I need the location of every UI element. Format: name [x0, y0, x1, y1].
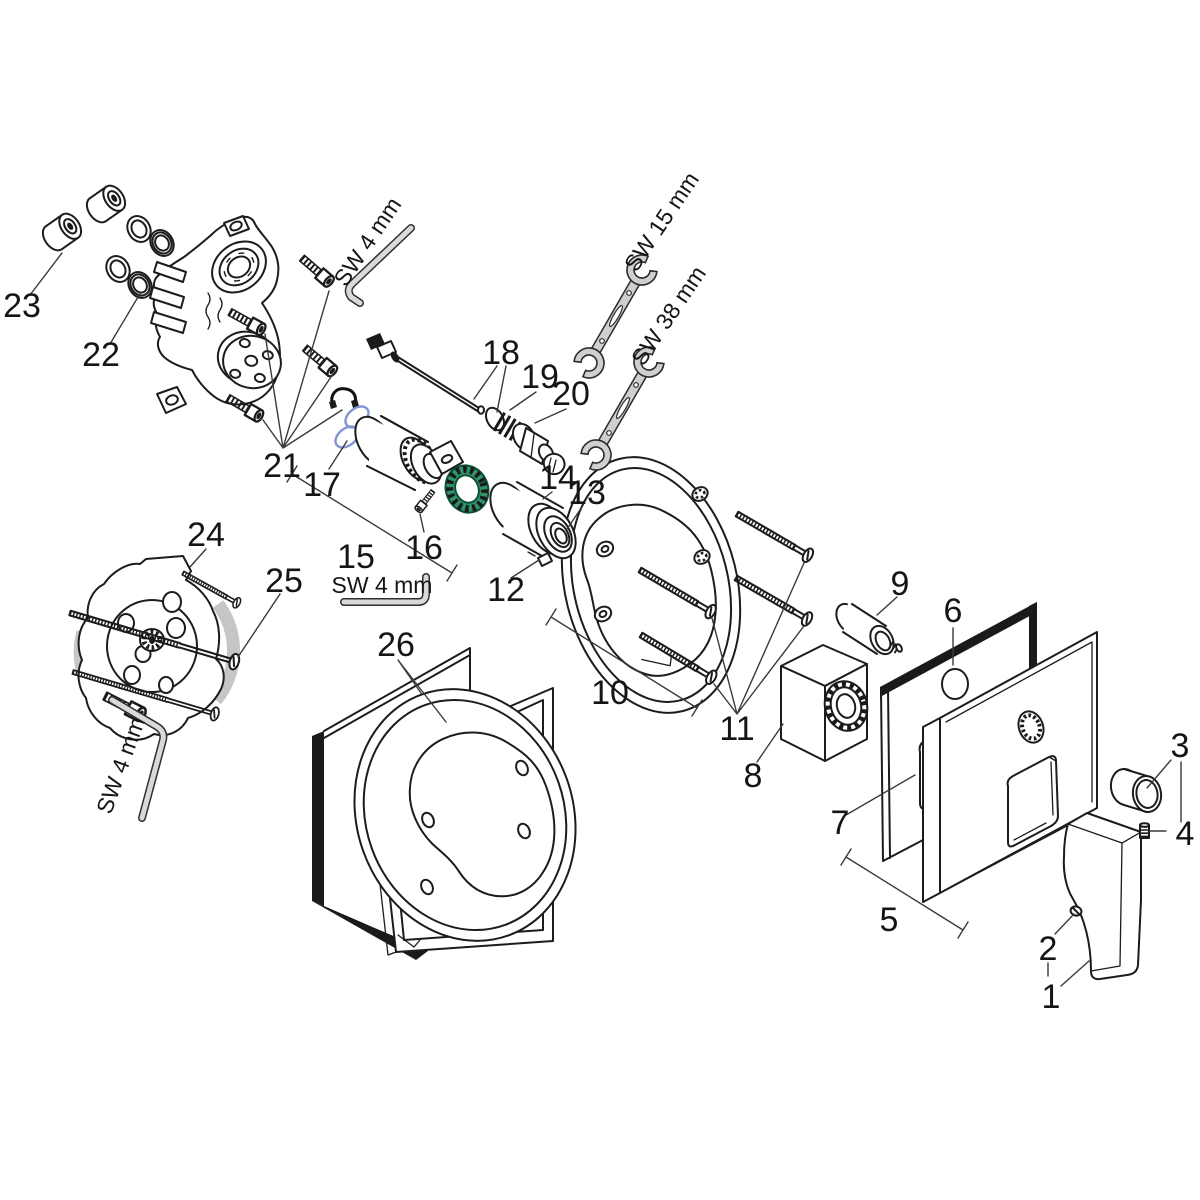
- part-12-13-sleeve: [489, 481, 577, 567]
- callout-17: 17: [303, 466, 341, 504]
- dimension-lines: [286, 465, 969, 939]
- callout-2: 2: [1039, 930, 1058, 968]
- part-8-adapter-box: [780, 644, 869, 762]
- callout-25: 25: [265, 562, 303, 600]
- callout-16: 16: [405, 529, 443, 567]
- green-knurled-ring: [444, 464, 490, 514]
- part-escutcheon-plate: [922, 631, 1098, 903]
- retaining-clip: [329, 387, 359, 409]
- part-16-screw: [414, 488, 436, 513]
- callout-23: 23: [3, 287, 41, 325]
- callout-26: 26: [377, 626, 415, 664]
- callout-10: 10: [591, 674, 629, 712]
- callout-15: 15: [337, 538, 375, 576]
- callout-12: 12: [487, 571, 525, 609]
- callout-20: 20: [552, 375, 590, 413]
- callout-4: 4: [1176, 815, 1195, 853]
- callout-5: 5: [880, 901, 899, 939]
- callout-24: 24: [187, 516, 225, 554]
- part-19-20-adapter: [484, 406, 566, 476]
- part-3-knob: [1109, 768, 1163, 813]
- part-15-cartridge: [354, 415, 464, 492]
- callout-3: 3: [1171, 727, 1190, 765]
- allen-key-middle: [340, 573, 430, 606]
- part-1-handle: [1062, 812, 1142, 981]
- part-4-set-screw: [1139, 822, 1150, 839]
- label-wrench-sw15: SW 15 mm: [619, 167, 704, 276]
- part-2-screw: [1069, 905, 1083, 917]
- wrench-sw38: [581, 347, 664, 470]
- label-allen-key-middle: SW 4 mm: [332, 572, 433, 598]
- part-9-extension: [835, 602, 903, 656]
- callout-1: 1: [1042, 978, 1061, 1016]
- leader-lines: [29, 252, 1182, 987]
- part-21-valve-body: [149, 215, 282, 414]
- part-23-bushings: [41, 184, 127, 252]
- allen-key-top: [344, 224, 415, 307]
- callout-11: 11: [719, 710, 754, 748]
- callout-18: 18: [482, 334, 520, 372]
- callout-22: 22: [82, 336, 120, 374]
- callout-21: 21: [263, 447, 301, 485]
- part-18-rod: [366, 333, 485, 415]
- callout-8: 8: [744, 757, 763, 795]
- callout-6: 6: [944, 592, 963, 630]
- part-10-round-carrier: [560, 456, 742, 714]
- callout-19: 19: [521, 358, 559, 396]
- callout-13: 13: [568, 474, 606, 512]
- callout-7: 7: [831, 804, 850, 842]
- part-24-mounting-plate: [73, 555, 241, 741]
- part-22-orings: [105, 215, 175, 299]
- label-allen-key-bottom: SW 4 mm: [91, 713, 150, 817]
- callout-9: 9: [891, 565, 910, 603]
- part-square-carrier-frame: [353, 687, 577, 956]
- callout-14: 14: [539, 459, 577, 497]
- allen-key-bottom: [108, 696, 168, 822]
